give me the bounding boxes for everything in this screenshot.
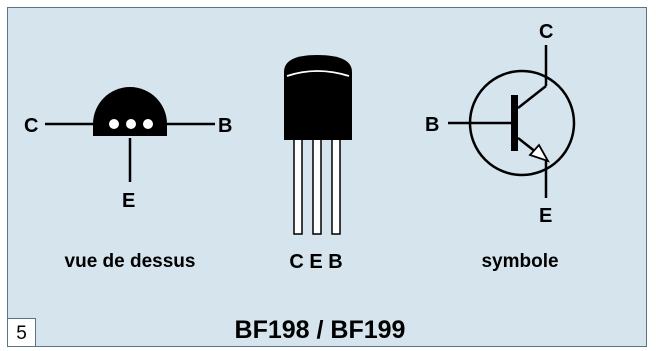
package-leg-e	[312, 127, 322, 235]
top-view-label-c: C	[24, 115, 38, 137]
package-body-highlight	[286, 70, 350, 77]
symbol-base-bar	[511, 95, 518, 151]
top-view-caption: vue de dessus	[65, 251, 196, 272]
schematic-symbol: C B E symbole	[425, 21, 576, 272]
top-view-pin-b	[143, 119, 153, 129]
package-leg-c	[293, 127, 303, 235]
symbol-label-b: B	[425, 114, 439, 136]
package-view: C E B	[284, 55, 352, 273]
package-pins-label: C E B	[289, 251, 342, 273]
top-view: C B E vue de dessus	[24, 87, 232, 272]
symbol-collector-diagonal	[517, 85, 547, 109]
top-view-label-b: B	[218, 115, 232, 137]
symbol-label-e: E	[539, 205, 552, 227]
figure-title: BF198 / BF199	[235, 316, 406, 344]
symbol-emitter-arrow	[528, 143, 550, 163]
figure-number: 5	[7, 318, 36, 347]
top-view-pin-e	[126, 119, 136, 129]
top-view-pin-c	[109, 119, 119, 129]
symbol-caption: symbole	[481, 251, 558, 272]
package-body	[284, 55, 352, 140]
symbol-label-c: C	[539, 21, 553, 43]
package-leg-b	[331, 127, 341, 235]
top-view-label-e: E	[122, 190, 135, 212]
